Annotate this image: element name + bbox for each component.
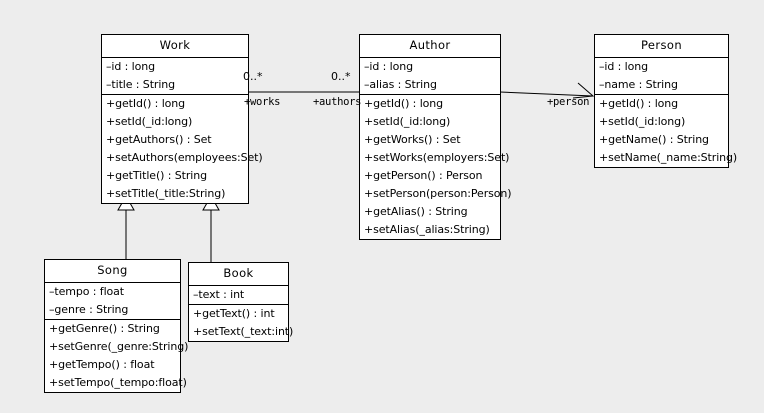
method-row: +setId(_id:long)	[364, 114, 451, 128]
method-compartment-song: +getGenre() : String +setGenre(_genre:St…	[45, 318, 189, 392]
attribute-row: –id : long	[106, 59, 155, 73]
class-name-person: Person	[640, 38, 683, 52]
method-compartment-work: +getId() : long +setId(_id:long) +getAut…	[102, 93, 263, 203]
class-box-book[interactable]: Book –text : int +getText() : int +setTe…	[188, 262, 294, 342]
method-row: +setText(_text:int)	[193, 324, 294, 338]
method-row: +getAlias() : String	[364, 204, 468, 218]
class-name-work: Work	[159, 38, 191, 52]
method-row: +getTitle() : String	[106, 168, 207, 182]
attribute-row: –tempo : float	[49, 284, 125, 298]
method-row: +getWorks() : Set	[364, 132, 461, 146]
attribute-row: –name : String	[599, 77, 678, 91]
multiplicity-author-end: 0..*	[331, 70, 351, 83]
method-row: +setTempo(_tempo:float)	[49, 375, 187, 389]
method-compartment-author: +getId() : long +setId(_id:long) +getWor…	[360, 93, 512, 239]
class-box-person[interactable]: Person –id : long –name : String +getId(…	[594, 34, 738, 168]
method-row: +setWorks(employers:Set)	[364, 150, 510, 164]
method-row: +setId(_id:long)	[106, 114, 193, 128]
attribute-compartment-song: –tempo : float –genre : String	[45, 281, 180, 319]
class-name-book: Book	[223, 266, 254, 280]
method-row: +setId(_id:long)	[599, 114, 686, 128]
class-box-song[interactable]: Song –tempo : float –genre : String +get…	[44, 259, 189, 393]
method-row: +getText() : int	[193, 306, 275, 320]
attribute-row: –alias : String	[364, 77, 437, 91]
attribute-compartment-author: –id : long –alias : String	[360, 56, 500, 94]
attribute-row: –text : int	[193, 287, 245, 301]
attribute-compartment-work: –id : long –title : String	[102, 56, 248, 94]
multiplicity-work-end: 0..*	[243, 70, 263, 83]
attribute-compartment-book: –text : int	[189, 284, 288, 304]
method-row: +setName(_name:String)	[599, 150, 738, 164]
method-row: +setAuthors(employees:Set)	[106, 150, 263, 164]
role-label-authors: +authors	[313, 96, 362, 108]
method-row: +getPerson() : Person	[364, 168, 483, 182]
role-label-works: +works	[244, 96, 281, 108]
class-box-author[interactable]: Author –id : long –alias : String +getId…	[359, 34, 512, 240]
attribute-row: –genre : String	[49, 302, 129, 316]
attribute-compartment-person: –id : long –name : String	[595, 56, 728, 94]
method-row: +getAuthors() : Set	[106, 132, 212, 146]
class-name-author: Author	[409, 38, 451, 52]
class-box-work[interactable]: Work –id : long –title : String +getId()…	[101, 34, 263, 204]
method-row: +setPerson(person:Person)	[364, 186, 512, 200]
method-row: +setGenre(_genre:String)	[49, 339, 189, 353]
method-row: +getTempo() : float	[49, 357, 155, 371]
method-row: +getGenre() : String	[49, 321, 160, 335]
attribute-row: –id : long	[364, 59, 413, 73]
method-compartment-book: +getText() : int +setText(_text:int)	[189, 303, 294, 341]
method-row: +getName() : String	[599, 132, 709, 146]
method-compartment-person: +getId() : long +setId(_id:long) +getNam…	[595, 93, 738, 167]
method-row: +getId() : long	[364, 96, 444, 110]
method-row: +getId() : long	[599, 96, 679, 110]
role-label-person: +person	[547, 96, 590, 108]
method-row: +setAlias(_alias:String)	[364, 222, 490, 236]
attribute-row: –id : long	[599, 59, 648, 73]
method-row: +getId() : long	[106, 96, 186, 110]
class-name-song: Song	[97, 263, 128, 277]
attribute-row: –title : String	[106, 77, 176, 91]
method-row: +setTitle(_title:String)	[106, 186, 226, 200]
